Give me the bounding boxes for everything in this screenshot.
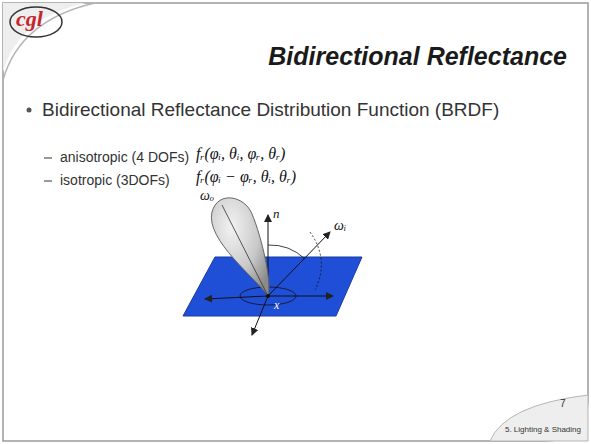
formula: fᵣ(φᵢ − φᵣ, θᵢ, θᵣ) <box>196 168 296 186</box>
footer-text: 5. Lighting & Shading <box>505 425 581 434</box>
surface-point <box>266 294 270 298</box>
surface-plane <box>183 257 362 316</box>
axis-label: n <box>273 206 280 222</box>
corner-curve <box>3 3 95 80</box>
incident-arrow <box>268 232 330 296</box>
slide-title: Bidirectional Reflectance <box>268 42 567 71</box>
axis <box>268 296 333 297</box>
axis-label: x <box>274 298 279 313</box>
brdf-lobe <box>211 198 269 296</box>
sub-dash <box>44 157 52 158</box>
axis <box>205 296 268 299</box>
sub-dash <box>44 180 52 181</box>
axis-label: ωₒ <box>200 188 214 204</box>
axis <box>252 296 268 335</box>
logo-ring <box>10 7 62 37</box>
formula: fᵣ(φᵢ, θᵢ, φᵣ, θᵣ) <box>196 145 285 163</box>
corner-panel <box>3 3 86 72</box>
footer-tab <box>490 395 588 441</box>
bullet <box>27 108 32 113</box>
theta-arc <box>268 245 305 259</box>
sub-item: isotropic (3DOFs) <box>60 172 170 188</box>
page-number: 7 <box>560 398 566 409</box>
bullet-text: Bidirectional Reflectance Distribution F… <box>42 98 522 121</box>
sub-item: anisotropic (4 DOFs) <box>60 149 189 165</box>
logo: cgl <box>16 6 43 32</box>
outgoing-line <box>222 205 268 296</box>
slide-frame <box>3 3 588 441</box>
axis-label: ωᵢ <box>334 218 346 234</box>
guide-arc <box>310 232 321 290</box>
